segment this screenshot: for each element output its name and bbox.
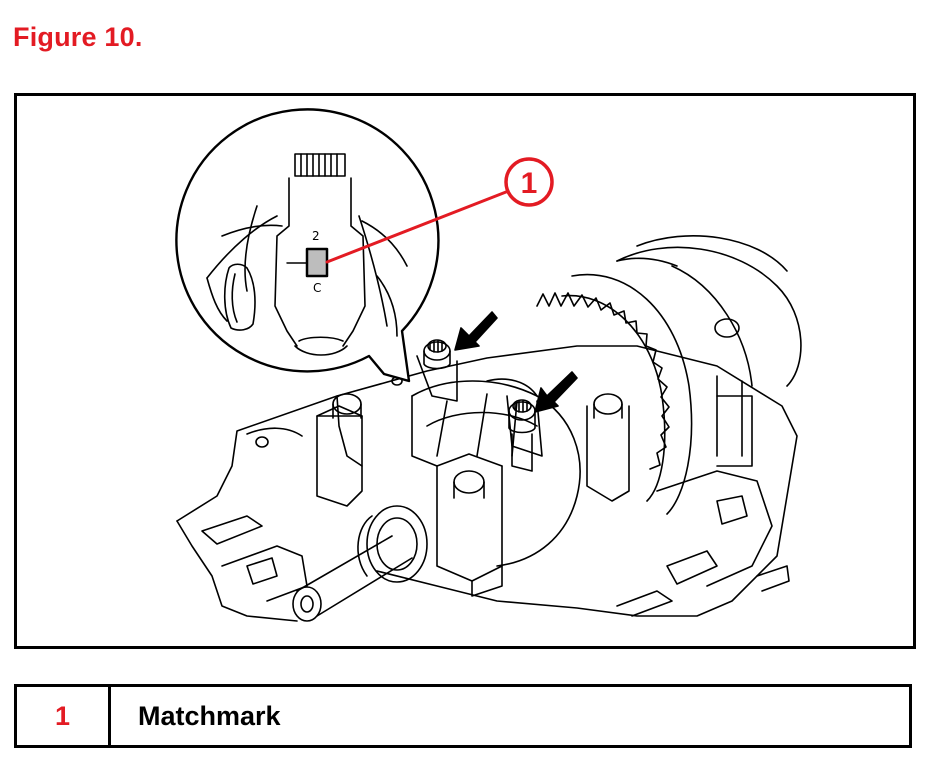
right-bearing-block [586,393,630,502]
crankcase-outline [176,345,798,622]
legend-item-number: 1 [17,687,111,745]
callout-number: 1 [521,167,538,200]
cam-gear [536,273,693,515]
rod-bolt-left [423,339,451,370]
pointer-arrows [454,311,578,413]
figure-title: Figure 10. [13,22,143,52]
magnified-inset: 2 C [175,108,440,383]
engine-illustration: 2 C 1 [175,108,802,622]
inset-mark-bottom: C [313,281,321,295]
crank-counterweight [411,380,581,567]
inset-mark-top: 2 [312,229,320,243]
rod-bolt-right [508,399,536,472]
legend-table: 1 Matchmark [14,684,912,748]
left-bearing-block [316,393,363,507]
matchmark-box [305,247,329,278]
cam-pulley [616,235,802,467]
crankshaft [292,505,428,622]
legend-item-label: Matchmark [138,700,281,731]
main-bearing-cap [436,453,503,597]
engine-diagram-frame: 2 C 1 [14,93,916,649]
matchmark-callout: 1 [325,157,554,264]
